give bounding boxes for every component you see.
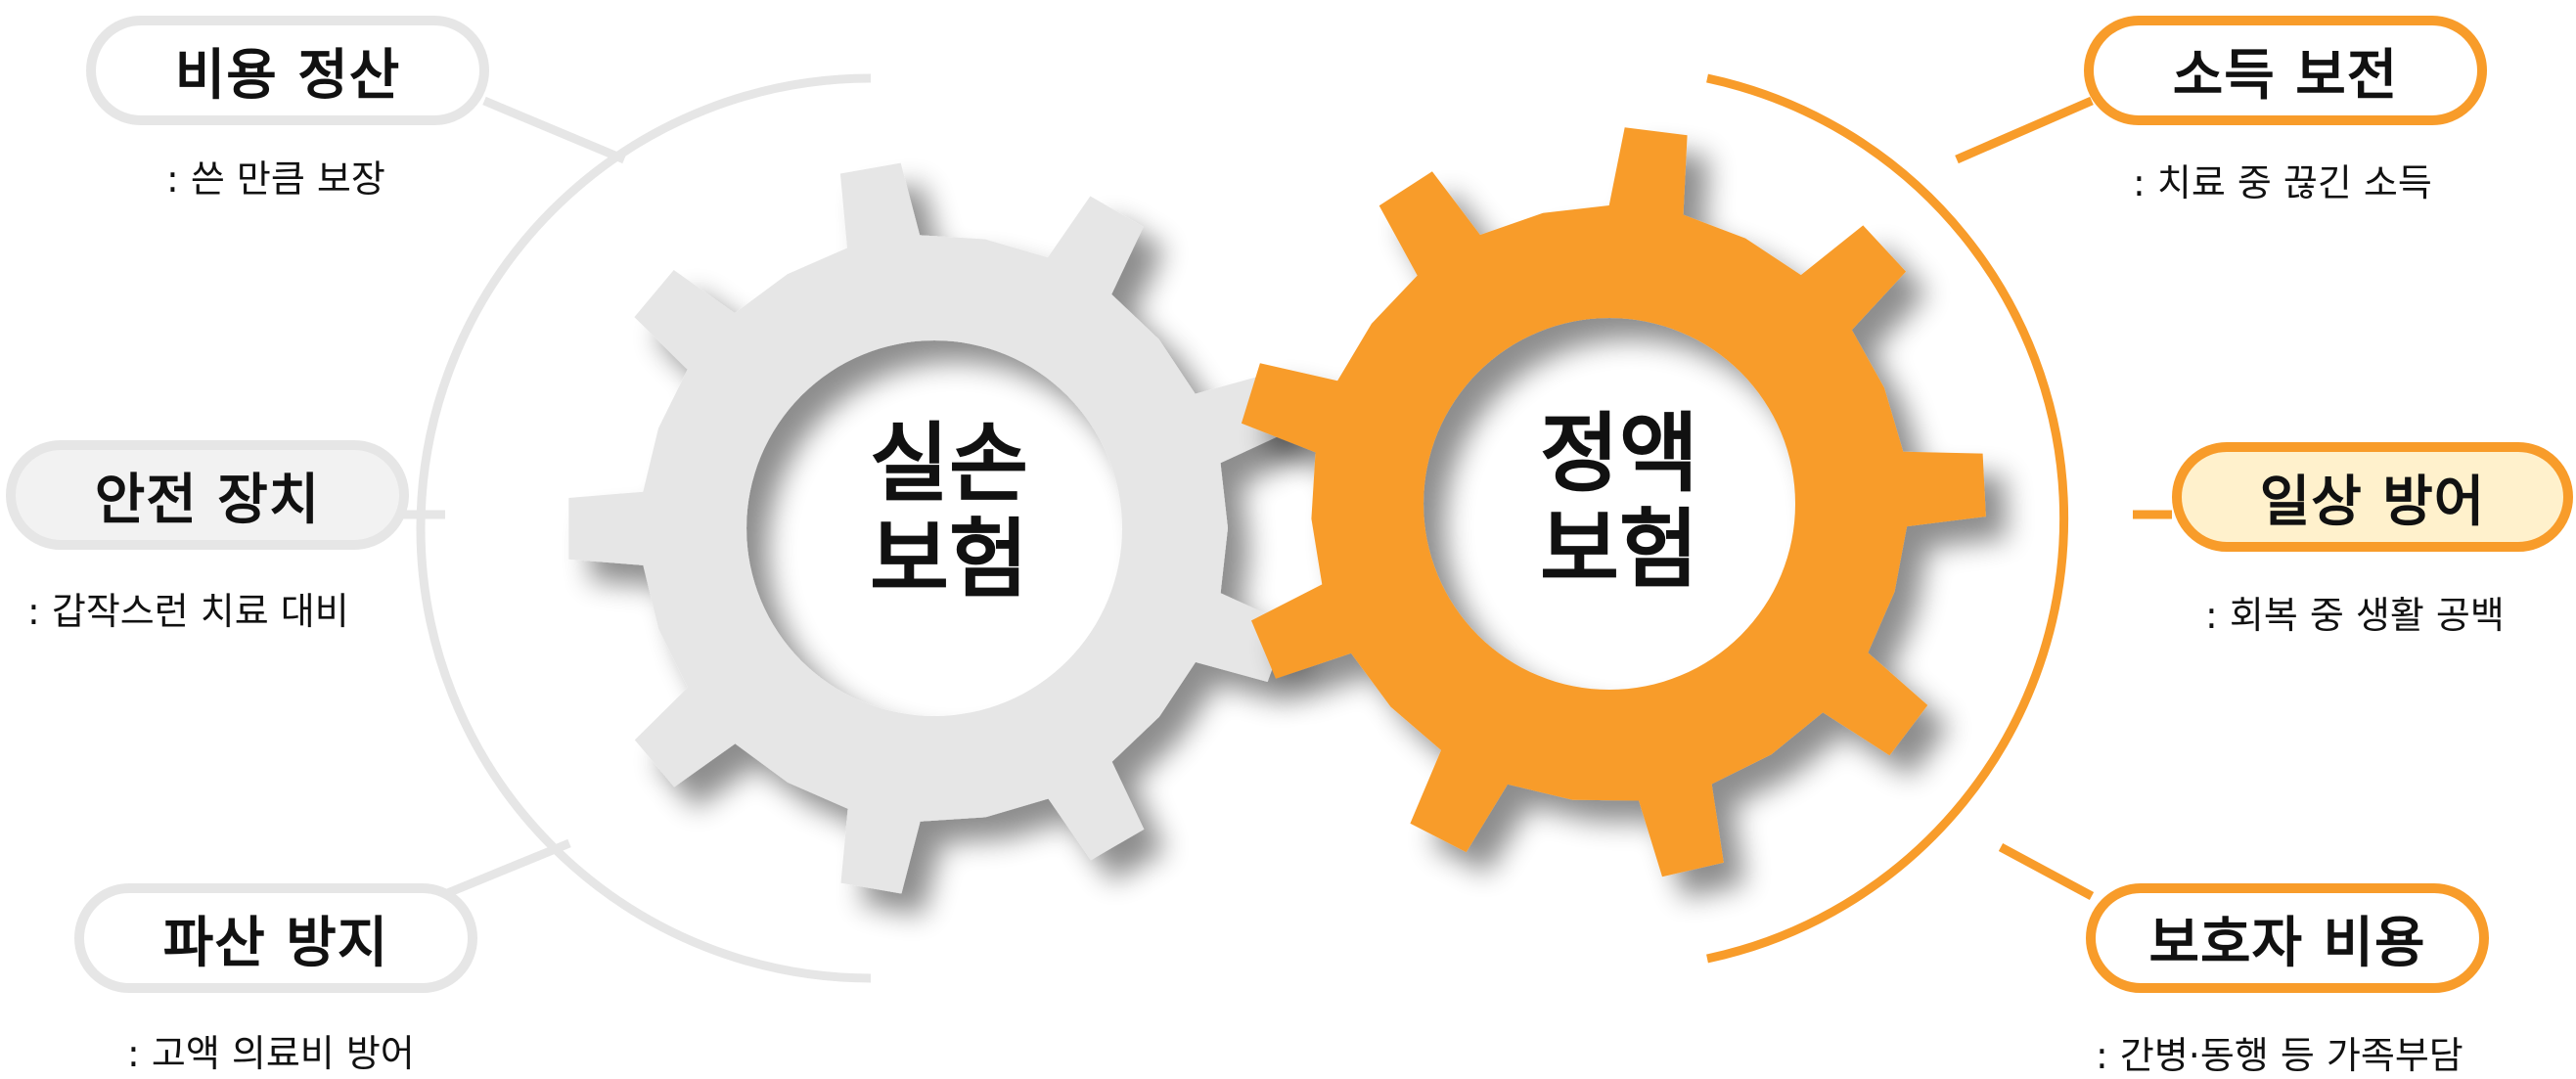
desc-safety-device: : 갑작스런 치료 대비 — [27, 590, 349, 633]
pill-income-protection-label: 소득 보전 — [2172, 43, 2399, 108]
pill-income-protection: 소득 보전 — [2084, 16, 2487, 125]
pill-safety-device: 안전 장치 — [6, 440, 409, 550]
right-gear-label-line1: 정액 — [1540, 403, 1698, 504]
pill-cost-settlement-label: 비용 정산 — [174, 43, 401, 108]
right-arc — [1706, 73, 2069, 964]
left-gear-label-line2: 보험 — [870, 509, 1028, 609]
connector-line-right-bottom — [1998, 843, 2095, 900]
right-gear-label: 정액 보험 — [1512, 406, 1727, 598]
right-gear-label-line2: 보험 — [1540, 499, 1698, 600]
pill-bankruptcy-prevention: 파산 방지 — [74, 883, 477, 993]
desc-bankruptcy-prevention: : 고액 의료비 방어 — [127, 1032, 415, 1075]
pill-guardian-cost-label: 보호자 비용 — [2148, 911, 2426, 975]
connector-line-left-top — [482, 96, 626, 164]
pill-safety-device-label: 안전 장치 — [94, 468, 321, 532]
left-gear-label-line1: 실손 — [870, 413, 1028, 514]
desc-cost-settlement: : 쓴 만큼 보장 — [166, 157, 385, 201]
left-gear-label: 실손 보험 — [841, 416, 1057, 607]
pill-daily-defense-label: 일상 방어 — [2259, 470, 2486, 534]
left-arc — [416, 73, 872, 983]
pill-daily-defense: 일상 방어 — [2172, 442, 2573, 552]
connector-line-right-top — [1955, 96, 2094, 164]
desc-guardian-cost: : 간병·동행 등 가족부담 — [2096, 1034, 2463, 1077]
pill-cost-settlement: 비용 정산 — [86, 16, 489, 125]
right-gear-icon — [1241, 127, 1986, 877]
desc-daily-defense: : 회복 중 생활 공백 — [2205, 594, 2505, 637]
desc-income-protection: : 치료 중 끊긴 소득 — [2133, 161, 2432, 204]
pill-guardian-cost: 보호자 비용 — [2086, 883, 2489, 993]
connector-line-left-bottom — [443, 838, 571, 899]
pill-bankruptcy-prevention-label: 파산 방지 — [162, 911, 389, 975]
left-gear-icon — [568, 162, 1288, 894]
